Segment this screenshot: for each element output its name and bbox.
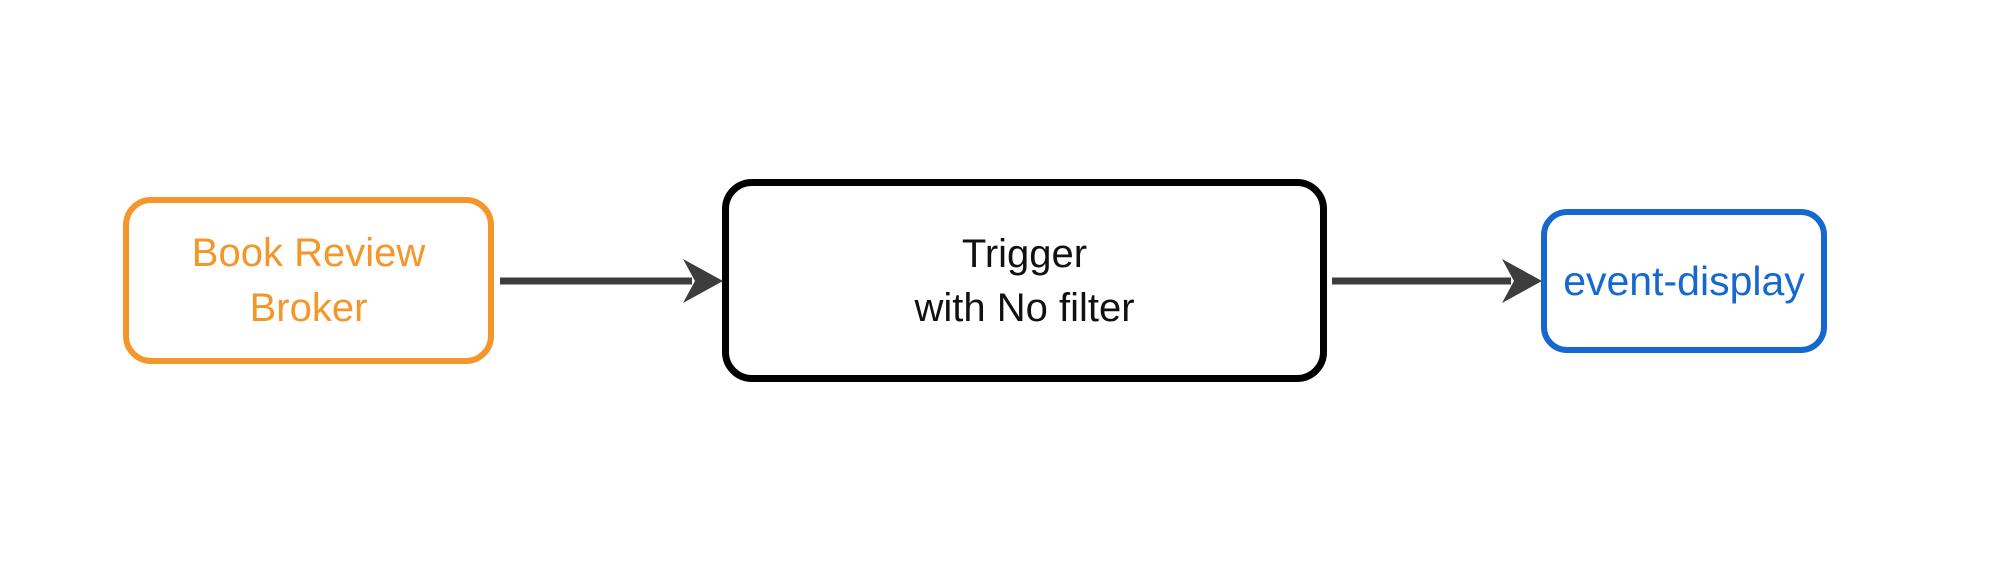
node-book-review-broker: Book Review Broker [123, 197, 494, 364]
arrow-trigger-to-event-display [1332, 259, 1542, 303]
node-trigger-no-filter: Trigger with No filter [722, 179, 1327, 382]
node-event-display: event-display [1541, 209, 1827, 353]
node-book-review-broker-label: Book Review Broker [191, 230, 426, 330]
node-event-display-label: event-display [1563, 257, 1805, 304]
arrow-broker-to-trigger-head-icon [683, 259, 723, 303]
arrow-trigger-to-event-display-head-icon [1502, 259, 1542, 303]
node-trigger-no-filter-label: Trigger with No filter [914, 231, 1135, 330]
arrow-broker-to-trigger [500, 259, 723, 303]
